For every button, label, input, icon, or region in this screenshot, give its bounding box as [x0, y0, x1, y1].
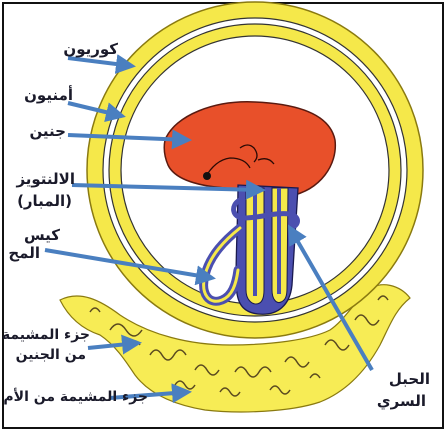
embryo-eye: [203, 172, 211, 180]
label-allantois-line1: الالنتويز: [16, 172, 75, 187]
label-allantois-line2: (المبار): [17, 194, 72, 209]
label-umbilical-cord-line2: السري: [377, 394, 426, 409]
label-fetal-placenta-line1: جزء المشيمة: [2, 328, 90, 343]
label-yolk-sac-line2: المح: [8, 246, 40, 261]
label-umbilical-cord-line1: الحبل: [389, 372, 430, 387]
arrow-chorion: [68, 58, 132, 66]
label-yolk-sac-line1: كيس: [24, 228, 60, 243]
label-amnion: أمنيون: [24, 88, 73, 103]
label-fetal-placenta-line2: من الجنين: [16, 348, 86, 363]
label-maternal-placenta: جزء المشيمة من الأم: [3, 390, 148, 405]
label-embryo: جنين: [29, 124, 66, 139]
umbilical-cord-outer: [236, 185, 298, 314]
label-chorion: كوريون: [63, 42, 118, 57]
